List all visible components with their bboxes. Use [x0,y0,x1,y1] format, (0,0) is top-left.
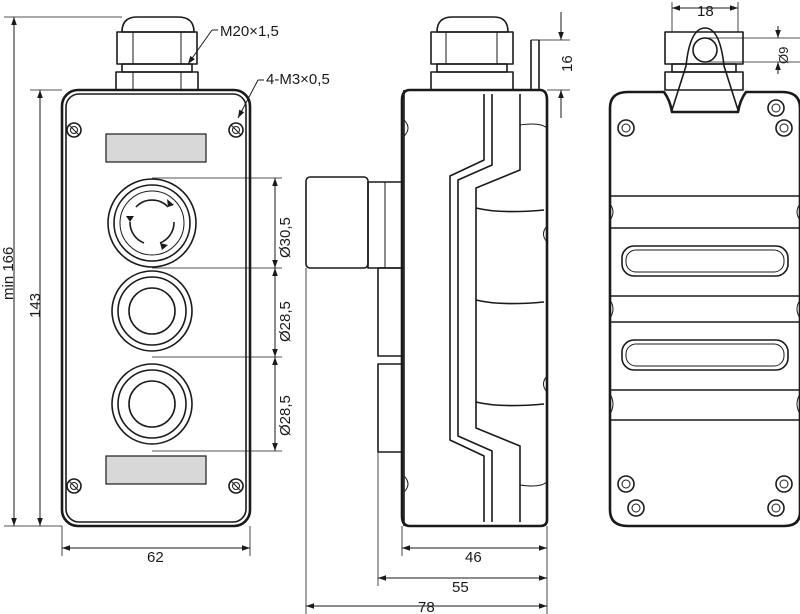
dim-side-total: 78 [418,599,435,614]
front-enclosure [60,88,252,528]
screw-icon [228,478,244,494]
dim-gland-offset: 16 [559,55,576,72]
mount-hole-icon [767,499,785,517]
emergency-stop-button [107,178,197,268]
hanging-bracket [671,27,739,111]
dim-button2-diameter: Ø28,5 [277,395,294,436]
screw-icon [66,478,82,494]
push-button-2 [111,363,193,445]
front-view [60,16,252,528]
mount-hole-icon [767,99,785,117]
callout-gland-thread: M20×1,5 [220,23,279,40]
dim-estop-diameter: Ø30,5 [277,217,294,258]
hanging-hole [692,37,718,63]
back-dimensions: 18 Ø9 [671,2,800,74]
dim-front-width: 62 [147,549,164,566]
button1-side [377,267,403,357]
dim-side-with-gland: 55 [452,579,469,596]
side-view [305,16,549,528]
mount-hole-icon [775,119,793,137]
mount-hole-icon [775,475,793,493]
dim-button1-diameter: Ø28,5 [277,301,294,342]
mount-hole-icon [617,119,635,137]
label-plate-bottom [105,455,207,485]
screw-icon [66,122,82,138]
rotate-arrows-icon [126,199,175,250]
front-dimensions: min 166 143 62 Ø30,5 Ø28,5 Ø28,5 M20×1,5… [0,16,330,566]
back-enclosure [608,90,800,528]
dim-front-height: min 166 [0,247,17,300]
estop-side [305,176,369,269]
side-enclosure [400,88,549,528]
mount-hole-icon [627,499,645,517]
dim-bracket-width: 18 [697,3,714,20]
label-plate-top [105,133,207,163]
dim-front-body-height: 143 [27,293,44,318]
button2-side [377,363,403,453]
screw-icon [228,122,244,138]
side-dimensions: 16 46 55 78 [305,12,576,614]
dim-hole-diameter: Ø9 [776,47,791,64]
mount-hole-icon [617,475,635,493]
push-button-1 [111,270,193,352]
callout-screws: 4-M3×0,5 [266,71,330,88]
back-slot-upper [621,245,789,277]
back-slot-lower [621,339,789,371]
dim-side-body: 46 [465,549,482,566]
cable-gland-front [115,16,199,91]
back-view [608,27,800,528]
